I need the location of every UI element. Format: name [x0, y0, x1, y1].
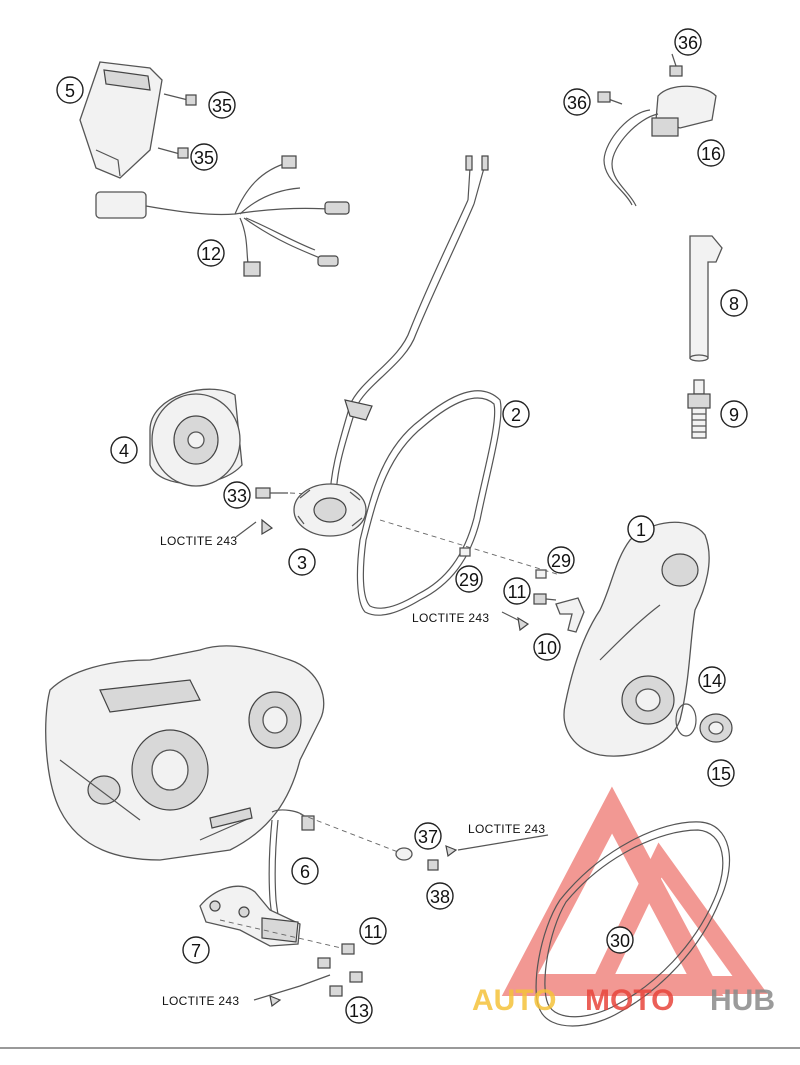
loctite-drop-13: [269, 995, 282, 1008]
svg-text:10: 10: [537, 638, 557, 658]
plug-15: [699, 713, 733, 743]
ignition-cover: [563, 521, 710, 757]
callout-4: 4: [110, 436, 138, 464]
svg-text:29: 29: [459, 570, 479, 590]
svg-text:38: 38: [430, 887, 450, 907]
bolt-38: [427, 859, 439, 871]
svg-text:16: 16: [701, 144, 721, 164]
crankcase: [45, 645, 325, 861]
callout-5: 6: [291, 857, 319, 885]
callout-11b: 11: [359, 917, 387, 945]
callout-35b: 35: [190, 143, 218, 171]
callout-36b: 36: [563, 88, 591, 116]
svg-text:1: 1: [636, 520, 646, 540]
washer-37: [299, 813, 413, 861]
wiring-harness: [95, 155, 350, 277]
o-ring-14: [675, 703, 697, 737]
svg-text:12: 12: [201, 244, 221, 264]
svg-text:6: 6: [300, 862, 310, 882]
loctite-drop-33: [261, 518, 274, 536]
callout-12: 12: [197, 239, 225, 267]
svg-text:11: 11: [508, 582, 527, 602]
callout-33: 33: [223, 481, 251, 509]
callout-9: 9: [720, 400, 748, 428]
svg-text:11: 11: [364, 922, 383, 942]
svg-text:33: 33: [227, 486, 247, 506]
callout-29b: 29: [455, 565, 483, 593]
bolt-36a: [669, 53, 683, 77]
spark-plug: [687, 379, 711, 439]
callout-13: 13: [345, 996, 373, 1024]
loctite-label-1: LOCTITE 243: [160, 534, 237, 548]
callout-3: 3: [288, 548, 316, 576]
callout-2: 2: [502, 400, 530, 428]
screws-13: [317, 957, 363, 997]
svg-text:15: 15: [711, 764, 731, 784]
svg-text:13: 13: [349, 1001, 369, 1021]
svg-text:8: 8: [729, 294, 739, 314]
callout-11a: 11: [503, 577, 531, 605]
ignition-cover-gasket: [356, 390, 502, 616]
svg-text:MOTO: MOTO: [585, 984, 674, 1017]
callout-1: 1: [627, 515, 655, 543]
leader-lines: [235, 521, 549, 1001]
svg-text:30: 30: [610, 931, 630, 951]
callout-7: 7: [182, 936, 210, 964]
bolt-35a: [163, 93, 197, 106]
watermark-logo: [501, 786, 768, 996]
callout-35a: 35: [208, 91, 236, 119]
svg-text:AUTO: AUTO: [472, 984, 556, 1017]
callout-8: 8: [720, 289, 748, 317]
cable-clamp-10: [555, 597, 585, 633]
cdi-unit: [79, 61, 163, 179]
screw-11-upper: [533, 593, 557, 605]
svg-text:35: 35: [212, 96, 232, 116]
callout-6: 5: [56, 76, 84, 104]
callout-15: 15: [707, 759, 735, 787]
loctite-label-4: LOCTITE 243: [162, 994, 239, 1008]
bolt-33: [255, 487, 311, 499]
loctite-drop-11: [517, 616, 530, 632]
bolt-36b: [597, 91, 623, 105]
ignition-coil: [603, 85, 717, 207]
callout-29a: 29: [547, 546, 575, 574]
callout-14: 14: [698, 666, 726, 694]
svg-text:HUB: HUB: [710, 984, 775, 1017]
stator: [293, 155, 489, 537]
clutch-cover-gasket-30: [535, 821, 731, 1027]
spark-plug-cap: [689, 235, 723, 362]
svg-text:4: 4: [119, 441, 129, 461]
callout-30: 30: [606, 926, 634, 954]
loctite-label-2: LOCTITE 243: [412, 611, 489, 625]
loctite-drop-37: [445, 845, 458, 858]
callout-38: 38: [426, 882, 454, 910]
svg-text:2: 2: [511, 405, 521, 425]
callout-37: 37: [414, 822, 442, 850]
watermark-text: AUTO MOTO HUB: [472, 984, 775, 1017]
flywheel-rotor: [149, 388, 243, 487]
svg-text:5: 5: [65, 81, 75, 101]
bolt-35b: [157, 147, 189, 159]
dowel-pin-29: [379, 519, 561, 579]
loctite-label-3: LOCTITE 243: [468, 822, 545, 836]
svg-text:37: 37: [418, 827, 438, 847]
svg-text:36: 36: [567, 93, 587, 113]
svg-text:7: 7: [191, 941, 201, 961]
screw-11-lower: [219, 919, 355, 955]
svg-text:36: 36: [678, 33, 698, 53]
svg-text:9: 9: [729, 405, 739, 425]
callout-16: 16: [697, 139, 725, 167]
callout-36a: 36: [674, 28, 702, 56]
sensor-bracket-7: [199, 885, 301, 947]
callout-10: 10: [533, 633, 561, 661]
svg-text:14: 14: [702, 671, 722, 691]
svg-text:3: 3: [297, 553, 307, 573]
svg-text:35: 35: [194, 148, 214, 168]
svg-text:29: 29: [551, 551, 571, 571]
